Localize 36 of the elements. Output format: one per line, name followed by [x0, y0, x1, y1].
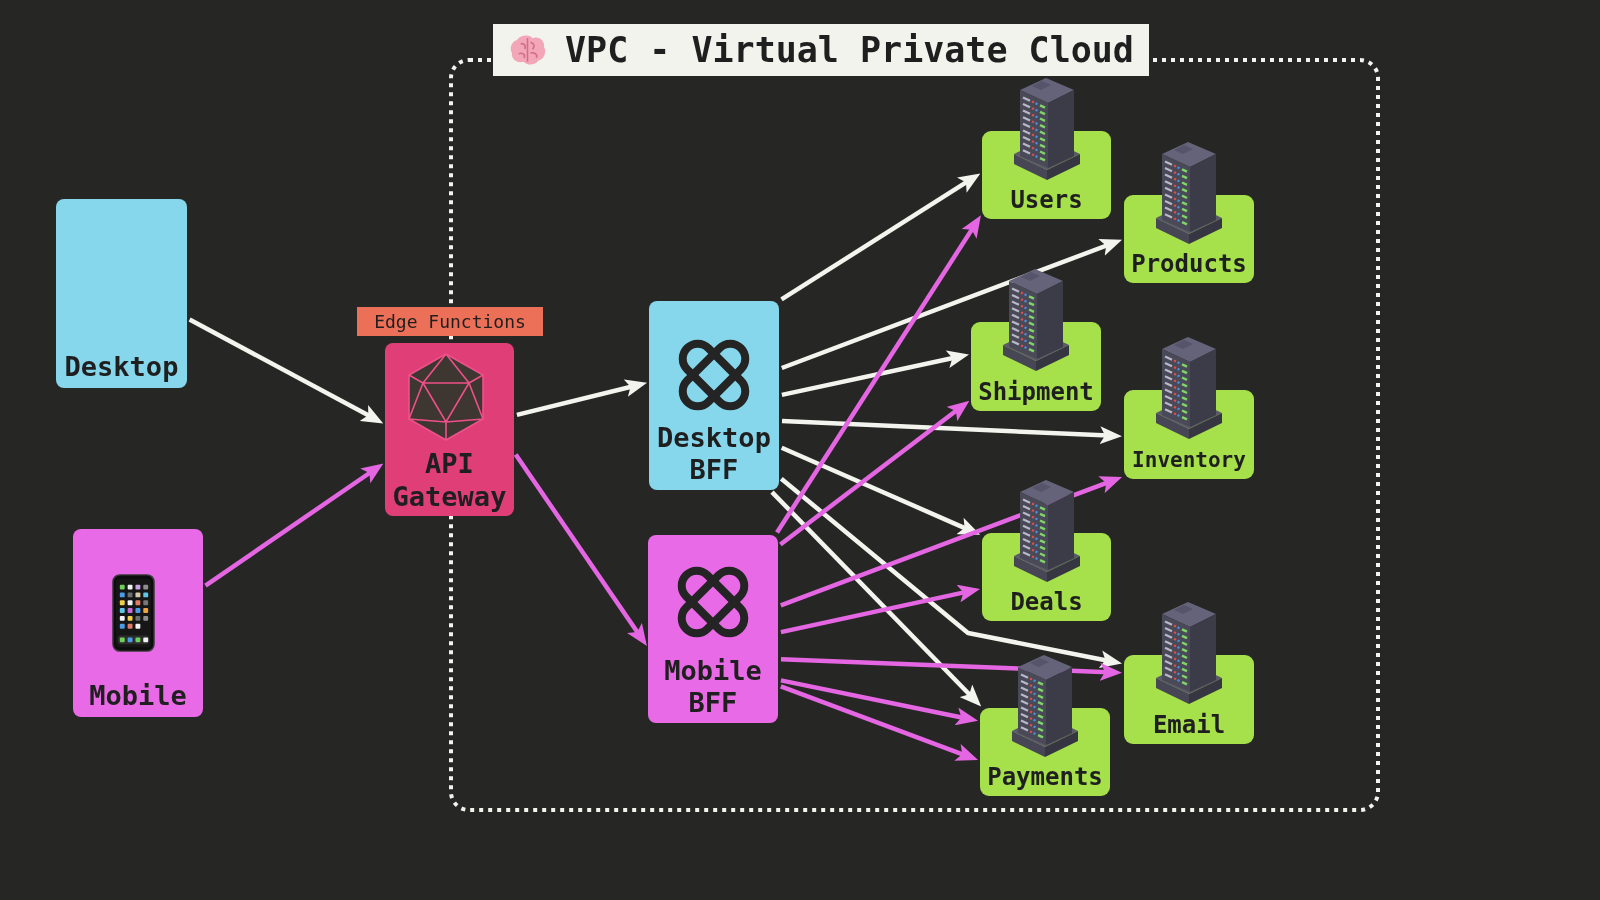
node-label: API Gateway: [391, 447, 508, 513]
heading-text: VPC - Virtual Private Cloud: [565, 30, 1134, 70]
bff-card: [649, 301, 779, 490]
node-label: Payments: [987, 764, 1103, 790]
arrow: [781, 239, 1123, 371]
arrow: [780, 678, 979, 726]
gateway-card: [385, 343, 514, 516]
arrow: [516, 379, 648, 418]
tag-label: [357, 307, 543, 336]
node-label: Desktop BFF: [656, 422, 772, 486]
node-label: Desktop: [64, 352, 179, 382]
arrow: [779, 476, 1123, 669]
node-label: Mobile BFF: [663, 655, 763, 719]
node-label: Products: [1131, 251, 1247, 277]
arrow: [780, 684, 979, 761]
arrow: [781, 350, 969, 398]
bff-card: [648, 535, 778, 723]
client-card: [56, 199, 187, 388]
arrow: [780, 584, 980, 635]
node-label: Deals: [1010, 589, 1083, 615]
node-label: Shipment: [978, 379, 1094, 405]
node-label: Mobile: [89, 681, 187, 711]
arrow: [779, 400, 970, 547]
node-label: Inventory: [1132, 447, 1246, 473]
arrow: [770, 490, 982, 707]
node-label: Edge Functions: [374, 310, 526, 334]
node-label: Users: [1010, 187, 1083, 213]
node-label: Email: [1152, 712, 1226, 738]
arrow: [775, 215, 981, 534]
client-card: [73, 529, 203, 717]
arrow: [781, 418, 1122, 445]
arrow: [188, 317, 384, 424]
arrow: [780, 445, 981, 535]
arrow: [780, 173, 981, 302]
arrow: [204, 463, 384, 588]
arrow: [513, 453, 647, 647]
